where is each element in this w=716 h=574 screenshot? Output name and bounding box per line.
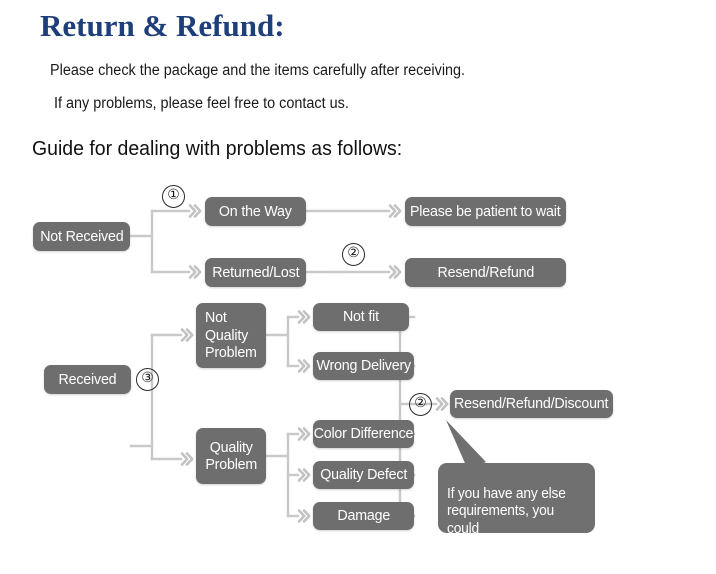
node-damage[interactable]: Damage: [313, 502, 414, 530]
node-quality-defect[interactable]: Quality Defect: [313, 461, 414, 489]
node-not-quality-problem-label: Not Quality Problem: [205, 309, 257, 362]
node-please-be-patient-to-wait-label: Please be patient to wait: [410, 202, 561, 220]
node-color-difference[interactable]: Color Difference: [313, 420, 414, 448]
node-quality-defect-label: Quality Defect: [320, 466, 407, 484]
node-not-fit[interactable]: Not fit: [313, 303, 409, 331]
node-resend-refund-discount-label: Resend/Refund/Discount: [454, 395, 609, 413]
guide-heading: Guide for dealing with problems as follo…: [32, 137, 403, 160]
node-on-the-way[interactable]: On the Way: [205, 197, 306, 226]
step-marker-2-top: ②: [342, 243, 365, 266]
node-resend-refund-discount[interactable]: Resend/Refund/Discount: [450, 390, 613, 418]
step-marker-1-label: ①: [167, 188, 180, 203]
intro-line-1: Please check the package and the items c…: [50, 62, 466, 79]
node-not-received-label: Not Received: [39, 227, 124, 245]
callout-bubble-text: If you have any else requirements, you c…: [447, 485, 566, 555]
flowchart: Not Received On the Way Returned/Lost Pl…: [33, 185, 613, 555]
node-color-difference-label: Color Difference: [313, 425, 414, 443]
step-marker-2-top-label: ②: [347, 246, 360, 261]
node-not-fit-label: Not fit: [343, 308, 379, 326]
node-wrong-delivery[interactable]: Wrong Delivery: [313, 352, 414, 380]
node-please-be-patient-to-wait[interactable]: Please be patient to wait: [405, 197, 566, 226]
node-quality-problem[interactable]: Quality Problem: [196, 428, 266, 484]
connector-lines: [128, 204, 449, 523]
node-on-the-way-label: On the Way: [219, 202, 292, 220]
node-resend-refund-label: Resend/Refund: [437, 263, 534, 281]
step-marker-1: ①: [162, 185, 185, 208]
node-wrong-delivery-label: Wrong Delivery: [316, 357, 411, 375]
node-returned-lost[interactable]: Returned/Lost: [205, 258, 306, 287]
node-not-quality-problem[interactable]: Not Quality Problem: [196, 303, 266, 368]
step-marker-2-bottom-label: ②: [414, 396, 427, 411]
node-received-label: Received: [58, 370, 117, 388]
intro-line-2: If any problems, please feel free to con…: [54, 95, 349, 112]
node-damage-label: Damage: [337, 507, 390, 525]
node-not-received[interactable]: Not Received: [33, 222, 130, 251]
node-returned-lost-label: Returned/Lost: [211, 263, 300, 281]
step-marker-2-bottom: ②: [409, 393, 432, 416]
node-received[interactable]: Received: [44, 365, 131, 394]
page-title: Return & Refund:: [40, 8, 285, 43]
step-marker-3: ③: [136, 368, 159, 391]
node-resend-refund[interactable]: Resend/Refund: [405, 258, 566, 287]
step-marker-3-label: ③: [141, 371, 154, 386]
node-quality-problem-label: Quality Problem: [205, 438, 257, 473]
callout-bubble: If you have any else requirements, you c…: [438, 463, 595, 555]
